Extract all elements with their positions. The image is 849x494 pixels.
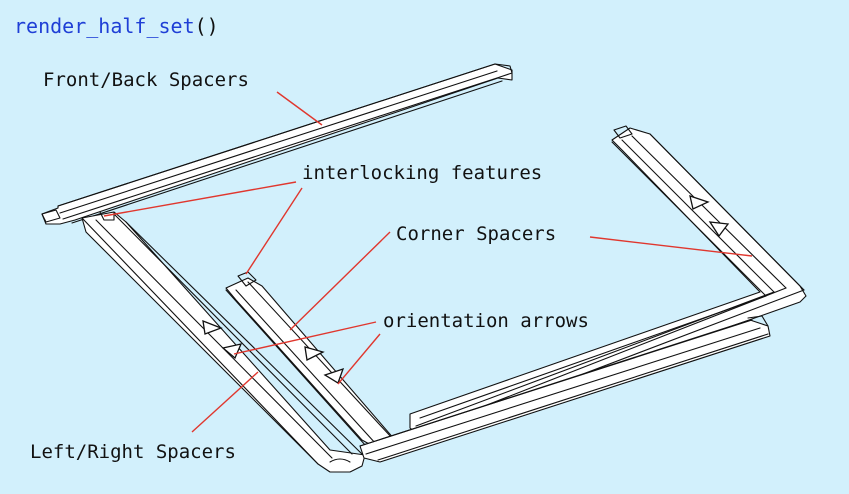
label-interlocking-features: interlocking features — [302, 162, 543, 184]
label-orientation-arrows: orientation arrows — [383, 310, 589, 332]
label-corner-spacers: Corner Spacers — [396, 223, 557, 245]
page-title: render_half_set() — [14, 14, 219, 38]
orientation-arrow-3 — [304, 346, 325, 361]
function-call-parens: () — [194, 14, 219, 38]
leader-orientation-1 — [233, 321, 377, 355]
front-back-spacer — [41, 63, 513, 225]
label-left-right-spacers: Left/Right Spacers — [30, 441, 236, 463]
corner-base-bar — [359, 315, 771, 463]
leader-interlocking-2 — [245, 187, 303, 275]
orientation-arrow-5 — [689, 195, 710, 210]
leader-corner-2 — [589, 236, 753, 257]
orientation-arrow-4 — [323, 367, 345, 384]
function-name: render_half_set — [14, 14, 195, 38]
leader-orientation-2 — [337, 333, 381, 385]
leader-front-back — [276, 91, 323, 126]
label-front-back-spacers: Front/Back Spacers — [43, 69, 249, 91]
left-right-spacer-inner — [225, 271, 396, 451]
left-right-spacer-outer — [81, 211, 366, 473]
orientation-arrow-1 — [202, 319, 223, 335]
leader-interlocking-1 — [103, 181, 297, 217]
orientation-arrow-2 — [221, 343, 243, 360]
leader-corner-1 — [289, 231, 391, 331]
leader-left-right — [191, 371, 259, 433]
orientation-arrow-6 — [708, 221, 730, 238]
